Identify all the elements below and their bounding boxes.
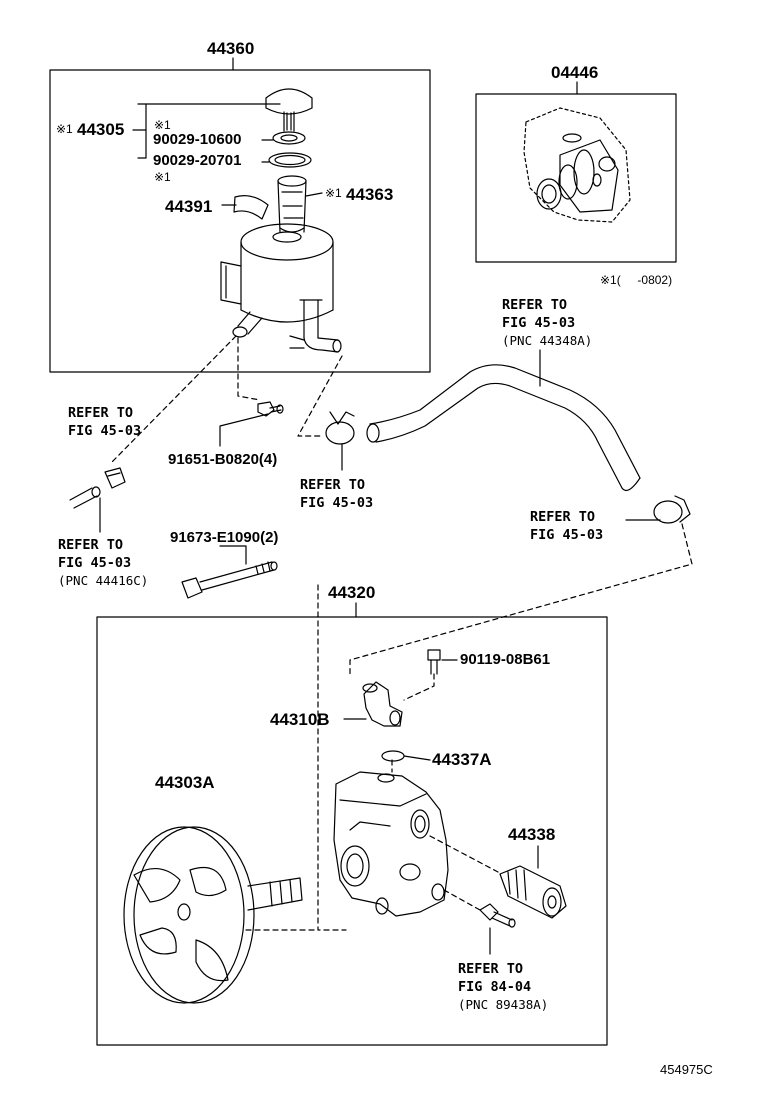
part-44320[interactable]: 44320	[328, 583, 376, 602]
part-90119-08b61[interactable]: 90119-08B61	[460, 651, 551, 668]
leader-lines	[99, 103, 661, 955]
ref-left-pipe[interactable]: REFER TO FIG 45-03 (PNC 44416C)	[58, 536, 148, 590]
valve-44338	[499, 865, 567, 919]
pressure-switch	[479, 903, 516, 928]
part-90029-10600[interactable]: 90029-10600	[153, 131, 242, 148]
ref-right-clamp[interactable]: REFER TO FIG 45-03	[530, 508, 603, 544]
supply-pipe-end	[69, 487, 98, 509]
asterisk-mark: ※1	[56, 122, 73, 136]
ref-text: FIG 45-03	[502, 315, 576, 331]
ref-text: REFER TO	[530, 509, 596, 525]
ref-pnc: (PNC 44416C)	[58, 573, 149, 588]
reservoir-body	[220, 223, 342, 353]
part-44337a[interactable]: 44337A	[432, 750, 492, 769]
ref-text: FIG 45-03	[530, 527, 604, 543]
ref-text: REFER TO	[58, 537, 124, 553]
part-90029-20701[interactable]: 90029-20701	[153, 152, 242, 169]
part-91651-b0820[interactable]: 91651-B0820(4)	[168, 451, 278, 468]
part-44310b[interactable]: 44310B	[270, 710, 330, 729]
catalog-number: 454975C	[660, 1062, 713, 1077]
reservoir-group-box	[49, 69, 431, 373]
reservoir-label-sticker	[233, 195, 269, 220]
bolt-91651	[257, 401, 284, 417]
ref-sensor[interactable]: REFER TO FIG 84-04 (PNC 89438A)	[458, 960, 548, 1014]
ref-hose-top[interactable]: REFER TO FIG 45-03 (PNC 44348A)	[502, 296, 592, 350]
ref-text: REFER TO	[458, 961, 524, 977]
ref-left-clamp[interactable]: REFER TO FIG 45-03	[68, 404, 141, 440]
gasket-10600	[272, 131, 306, 145]
ref-text: REFER TO	[300, 477, 366, 493]
part-91673-e1090[interactable]: 91673-E1090(2)	[170, 529, 279, 546]
asterisk-mark: ※1	[325, 186, 342, 200]
gasket-kit-parts	[523, 107, 631, 223]
gasket-20701	[268, 152, 312, 168]
pulley-44303a	[123, 826, 303, 1004]
footnote-asterisk: ※1( -0802)	[600, 273, 673, 287]
ref-pnc: (PNC 44348A)	[502, 333, 593, 348]
pump-body	[333, 771, 449, 917]
clamp-left	[104, 467, 126, 489]
pump-assembly-box	[96, 616, 608, 1046]
part-44338[interactable]: 44338	[508, 825, 556, 844]
dashed-lines	[111, 335, 693, 931]
asterisk-mark: ※1	[154, 118, 171, 132]
return-hose	[369, 364, 641, 489]
part-44303a[interactable]: 44303A	[155, 773, 215, 792]
reservoir-cap	[265, 88, 313, 132]
ref-text: FIG 45-03	[300, 495, 374, 511]
part-44360[interactable]: 44360	[207, 39, 255, 58]
ref-pnc: (PNC 89438A)	[458, 997, 549, 1012]
ref-text: FIG 45-03	[58, 555, 132, 571]
gasket-kit-box	[475, 93, 677, 263]
bolt-90119	[427, 649, 441, 675]
oring-44337a	[381, 750, 405, 762]
part-04446[interactable]: 04446	[551, 63, 599, 82]
clamp-right	[653, 495, 691, 524]
clamp-middle	[325, 411, 355, 445]
ref-text: REFER TO	[502, 297, 568, 313]
part-44305[interactable]: 44305	[77, 120, 125, 139]
ref-text: FIG 45-03	[68, 423, 142, 439]
bolt-91673	[181, 561, 278, 599]
ref-mid-clamp[interactable]: REFER TO FIG 45-03	[300, 476, 373, 512]
asterisk-mark: ※1	[154, 170, 171, 184]
reservoir-filter	[277, 175, 307, 233]
union-44310b	[362, 681, 403, 727]
part-44363[interactable]: 44363	[346, 185, 394, 204]
ref-text: FIG 84-04	[458, 979, 532, 995]
ref-text: REFER TO	[68, 405, 134, 421]
part-44391[interactable]: 44391	[165, 197, 213, 216]
